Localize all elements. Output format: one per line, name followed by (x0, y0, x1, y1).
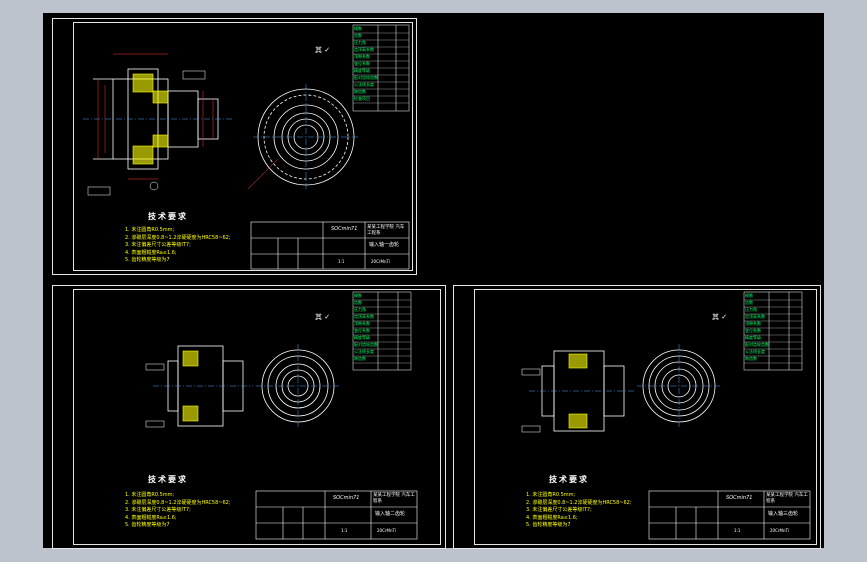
requirements-list: 1. 未注圆角R0.5mm; 2. 渗碳层深度0.8~1.2淬硬硬度为HRC58… (526, 492, 632, 530)
gear-param-label: 模数 (745, 293, 753, 298)
school-name: 某某工程学院 汽车工程系 (367, 225, 405, 236)
gear-param-label: 顶隙系数 (745, 321, 761, 326)
material: 20CrMnTi (770, 528, 789, 533)
gear-param-label: 检查项目 (354, 96, 370, 101)
sheet-2-frame (73, 289, 441, 545)
gear-param-label: 压力角 (745, 307, 757, 312)
part-code: SOCmin71 (333, 495, 360, 501)
drawing-sheet-2[interactable]: 其 ✓ 技术要求 1. 未注圆角R0.5mm; 2. 渗碳层深度0.8~1.2淬… (52, 285, 446, 549)
sheet-1-frame (73, 22, 413, 271)
requirement-item: 2. 渗碳层深度0.8~1.2淬硬硬度为HRC58~62; (526, 499, 632, 506)
sheet-1-drawing (83, 24, 410, 270)
gear-param-label: 齿数 (745, 300, 753, 305)
gear-param-label: 齿顶高系数 (745, 314, 765, 319)
requirement-item: 4. 表面粗糙度Ra≤1.6; (125, 514, 177, 521)
requirement-item: 4. 表面粗糙度Ra≤1.6; (125, 249, 177, 256)
requirement-item: 2. 渗碳层深度0.8~1.2淬硬硬度为HRC58~62; (125, 234, 231, 241)
gear-param-label: 齿数 (354, 33, 362, 38)
sheet-2-drawing (145, 291, 418, 540)
part-name: 输入轴一齿轮 (369, 242, 400, 248)
requirement-item: 3. 未注偏差尺寸公差等级IT7; (526, 507, 592, 514)
school-name: 某某工程学院 汽车工程系 (373, 493, 415, 504)
sheet-3-frame (474, 289, 817, 545)
requirements-title: 技术要求 (148, 475, 188, 484)
requirement-item: 5. 齿轮精度等级为7 (125, 257, 170, 264)
gear-param-label: 模数 (354, 293, 362, 298)
part-code: SOCmin71 (726, 495, 753, 501)
part-code: SOCmin71 (331, 226, 358, 232)
gear-param-label: 模数 (354, 26, 362, 31)
gear-param-label: 齿顶高系数 (354, 314, 374, 319)
requirement-item: 5. 齿轮精度等级为7 (526, 522, 571, 529)
roughness-symbol: 其 ✓ (315, 313, 331, 321)
gear-param-label: 精度等级 (745, 335, 761, 340)
roughness-symbol: 其 ✓ (315, 46, 331, 54)
requirements-title: 技术要求 (148, 212, 188, 221)
drawing-canvas[interactable]: 其 ✓ 技术要求 1. 未注圆角R0.5mm; 2. 渗碳层深度0.8~1.2淬… (43, 13, 824, 549)
gear-param-label: 跨齿数 (354, 89, 366, 94)
scale: 1:1 (341, 528, 348, 533)
gear-param-label: 精度等级 (354, 335, 370, 340)
gear-param-label: 压力角 (354, 307, 366, 312)
gear-param-label: 变位系数 (354, 328, 370, 333)
gear-parameter-table: 模数 齿数 压力角 齿顶高系数 顶隙系数 变位系数 精度等级 配对齿轮齿数 公法… (745, 294, 769, 364)
requirement-item: 1. 未注圆角R0.5mm; (125, 492, 175, 498)
roughness-symbol: 其 ✓ (712, 313, 728, 321)
requirements-title: 技术要求 (549, 475, 589, 484)
requirement-item: 3. 未注偏差尺寸公差等级IT7; (125, 242, 191, 249)
drawing-sheet-3[interactable]: 其 ✓ 技术要求 1. 未注圆角R0.5mm; 2. 渗碳层深度0.8~1.2淬… (453, 285, 821, 549)
requirement-item: 4. 表面粗糙度Ra≤1.6; (526, 514, 578, 521)
drawing-sheet-1[interactable]: 其 ✓ 技术要求 1. 未注圆角R0.5mm; 2. 渗碳层深度0.8~1.2淬… (52, 18, 417, 275)
material: 20CrMnTi (377, 528, 396, 533)
requirement-item: 1. 未注圆角R0.5mm; (125, 227, 175, 233)
requirement-item: 1. 未注圆角R0.5mm; (526, 492, 576, 498)
gear-param-label: 顶隙系数 (354, 54, 370, 59)
requirements-list: 1. 未注圆角R0.5mm; 2. 渗碳层深度0.8~1.2淬硬硬度为HRC58… (125, 227, 231, 265)
part-name: 输入轴三齿轮 (768, 511, 799, 517)
gear-param-label: 齿数 (354, 300, 362, 305)
gear-param-label: 跨齿数 (354, 356, 366, 361)
gear-param-label: 公法线长度 (745, 349, 765, 354)
requirement-item: 5. 齿轮精度等级为7 (125, 522, 170, 529)
gear-param-label: 公法线长度 (354, 82, 374, 87)
gear-param-label: 变位系数 (354, 61, 370, 66)
requirements-list: 1. 未注圆角R0.5mm; 2. 渗碳层深度0.8~1.2淬硬硬度为HRC58… (125, 492, 231, 530)
scale: 1:1 (338, 259, 345, 264)
part-name: 输入轴二齿轮 (375, 511, 406, 517)
gear-param-label: 精度等级 (354, 68, 370, 73)
gear-param-label: 顶隙系数 (354, 321, 370, 326)
gear-param-label: 齿顶高系数 (354, 47, 374, 52)
requirement-item: 2. 渗碳层深度0.8~1.2淬硬硬度为HRC58~62; (125, 499, 231, 506)
gear-param-label: 配对齿轮齿数 (745, 342, 769, 347)
gear-param-label: 压力角 (354, 40, 366, 45)
gear-param-label: 变位系数 (745, 328, 761, 333)
gear-parameter-table: 模数 齿数 压力角 齿顶高系数 顶隙系数 变位系数 精度等级 配对齿轮齿数 公法… (354, 294, 378, 364)
scale: 1:1 (734, 528, 741, 533)
school-name: 某某工程学院 汽车工程系 (766, 493, 808, 504)
gear-param-label: 公法线长度 (354, 349, 374, 354)
gear-parameter-table: 模数 齿数 压力角 齿顶高系数 顶隙系数 变位系数 精度等级 配对齿轮齿数 公法… (354, 27, 378, 104)
requirement-item: 3. 未注偏差尺寸公差等级IT7; (125, 507, 191, 514)
material: 20CrMnTi (371, 259, 390, 264)
gear-param-label: 配对齿轮齿数 (354, 75, 378, 80)
sheet-3-drawing (521, 291, 811, 540)
gear-param-label: 跨齿数 (745, 356, 757, 361)
gear-param-label: 配对齿轮齿数 (354, 342, 378, 347)
